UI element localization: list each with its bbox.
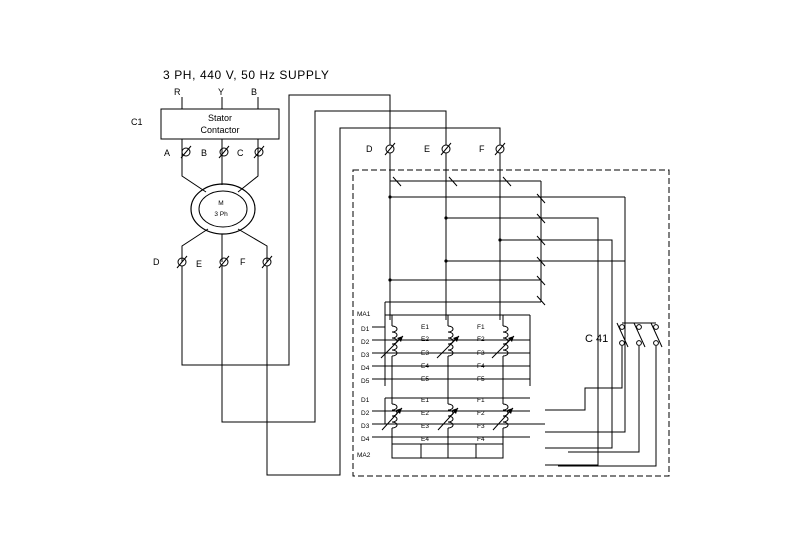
bank2-labels-f: F1 F2 F3 F4 [477, 397, 485, 443]
phase-label-r: R [174, 87, 181, 97]
bank2-e2: E2 [421, 410, 429, 417]
rotor-label-f: F [240, 257, 246, 267]
phase-label-b: B [251, 87, 257, 97]
panel-terminal-symbols [384, 142, 506, 156]
bank2-f4: F4 [477, 436, 485, 443]
motor-symbol-label: M [218, 200, 223, 207]
terminal-label-b: B [201, 148, 207, 158]
bank2-e1: E1 [421, 397, 429, 404]
rotor-terminal-symbols [176, 255, 273, 269]
contactor-line2: Contactor [200, 125, 239, 135]
bank2-labels-d: D1 D2 D3 D4 [361, 397, 370, 443]
bank2-bottom-label: MA2 [357, 452, 371, 459]
stator-contactor-box [160, 108, 280, 140]
ladder-junction-dots [388, 195, 502, 282]
motor-feed-lines [181, 166, 259, 193]
rotor-label-e: E [196, 259, 202, 269]
rotor-label-d: D [153, 257, 160, 267]
bank1-d2: D2 [361, 339, 370, 346]
rotor-leads [181, 228, 268, 262]
c41-contacts [545, 322, 663, 467]
bank1-d4: D4 [361, 365, 370, 372]
panel-label-e: E [424, 144, 430, 154]
rotor-contactor-label: C 41 [585, 333, 608, 345]
bank1-resistor-coils [380, 315, 515, 386]
bank2-star-point [391, 443, 504, 459]
bank2-f2: F2 [477, 410, 485, 417]
bank1-top-label: MA1 [357, 311, 371, 318]
contactor-line1: Stator [208, 113, 232, 123]
bank2-e3: E3 [421, 423, 429, 430]
bank2-f3: F3 [477, 423, 485, 430]
bank2-d2: D2 [361, 410, 370, 417]
contactor-tag: C1 [131, 117, 143, 127]
bank2-d3: D3 [361, 423, 370, 430]
contact-ladder [390, 176, 625, 306]
bank2-d4: D4 [361, 436, 370, 443]
bank1-taps [372, 326, 530, 380]
bank1-frame [384, 301, 541, 386]
bank2-resistor-coils [381, 398, 514, 458]
resistor-panel-enclosure [352, 169, 670, 477]
bank1-d5: D5 [361, 378, 370, 385]
bank2-f1: F1 [477, 397, 485, 404]
bank1-d1: D1 [361, 326, 370, 333]
motor-symbol [190, 183, 256, 235]
supply-title: 3 PH, 440 V, 50 Hz SUPPLY [163, 68, 329, 82]
terminal-label-a: A [164, 148, 170, 158]
motor-phase-label: 3 Ph [214, 211, 228, 218]
bank1-d3: D3 [361, 352, 370, 359]
bank1-labels-d: D1 D2 D3 D4 D5 [361, 326, 370, 385]
rotor-cables [181, 94, 501, 476]
bank2-d1: D1 [361, 397, 370, 404]
bank1-f1: F1 [477, 324, 485, 331]
bank1-e1: E1 [421, 324, 429, 331]
panel-label-f: F [479, 144, 485, 154]
stator-terminal-symbols [180, 145, 265, 159]
panel-buses [389, 153, 501, 320]
c41-feed-lines [541, 197, 626, 466]
phase-label-y: Y [218, 87, 224, 97]
panel-label-d: D [366, 144, 373, 154]
bank2-labels-e: E1 E2 E3 E4 [421, 397, 429, 443]
bank2-e4: E4 [421, 436, 429, 443]
bank2-taps [372, 397, 545, 438]
supply-lines [181, 97, 259, 109]
terminal-label-c: C [237, 148, 244, 158]
bank-links [391, 386, 504, 398]
